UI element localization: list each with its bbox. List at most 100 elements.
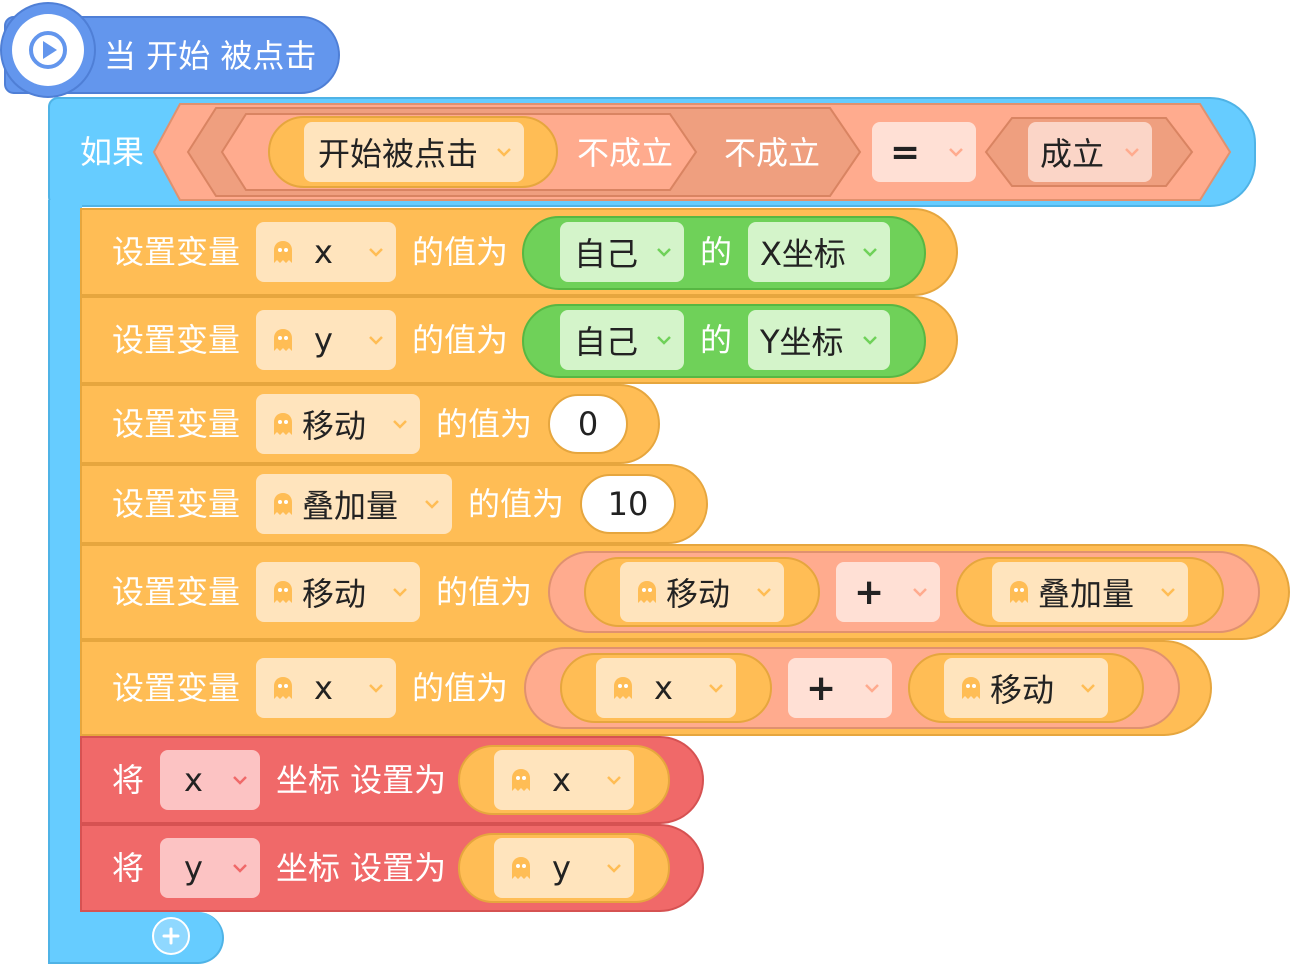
sprite-dropdown[interactable]: 自己	[560, 222, 684, 282]
property-dropdown[interactable]: Y坐标	[748, 310, 890, 370]
chevron-down-icon	[393, 420, 407, 429]
ghost-icon	[274, 677, 292, 699]
value-label: 的值为	[468, 485, 565, 523]
variable-name: x	[552, 761, 571, 799]
set-variable-label: 设置变量	[112, 573, 241, 611]
chevron-down-icon	[863, 336, 877, 345]
variable-name: y	[552, 849, 571, 887]
chevron-down-icon	[913, 588, 927, 597]
chevron-down-icon	[657, 336, 671, 345]
chevron-down-icon	[949, 148, 963, 157]
sprite-value: 自己	[574, 235, 639, 273]
property-dropdown[interactable]: X坐标	[748, 222, 890, 282]
plus-icon	[162, 927, 180, 945]
if-block-foot	[48, 912, 224, 964]
variable-dropdown[interactable]: x	[256, 658, 396, 718]
set-coordinate-prefix: 将	[112, 849, 145, 887]
condition-event-dropdown[interactable]: 开始被点击	[304, 122, 524, 182]
math-operator-value: +	[806, 667, 837, 709]
set-variable-label: 设置变量	[112, 233, 241, 271]
compare-operator-value: =	[890, 131, 921, 173]
number-value: 10	[607, 485, 649, 523]
variable-name: 移动	[990, 671, 1055, 709]
variable-dropdown[interactable]: 移动	[256, 394, 420, 454]
compare-value-dropdown[interactable]: 成立	[1028, 122, 1152, 182]
ghost-icon	[1010, 581, 1028, 603]
chevron-down-icon	[497, 148, 511, 157]
chevron-down-icon	[607, 864, 621, 873]
chevron-down-icon	[1161, 588, 1175, 597]
add-button[interactable]	[152, 917, 190, 955]
chevron-down-icon	[393, 588, 407, 597]
variable-dropdown[interactable]: 叠加量	[992, 562, 1188, 622]
chevron-down-icon	[757, 588, 771, 597]
play-icon	[29, 31, 67, 69]
ghost-icon	[512, 769, 530, 791]
compare-operator-dropdown[interactable]: =	[872, 122, 976, 182]
variable-name: x	[314, 669, 333, 707]
variable-dropdown[interactable]: y	[256, 310, 396, 370]
not-label-inner: 不成立	[577, 134, 674, 172]
if-block-spine	[48, 200, 82, 964]
chevron-down-icon	[865, 684, 879, 693]
variable-dropdown[interactable]: y	[494, 838, 634, 898]
chevron-down-icon	[369, 248, 383, 257]
variable-name: 移动	[302, 407, 367, 445]
of-label: 的	[700, 233, 733, 271]
variable-name: y	[314, 321, 333, 359]
hat-label: 当 开始 被点击	[104, 37, 317, 75]
ghost-icon	[274, 413, 292, 435]
value-label: 的值为	[436, 573, 533, 611]
chevron-down-icon	[1081, 684, 1095, 693]
chevron-down-icon	[863, 248, 877, 257]
axis-dropdown[interactable]: x	[160, 750, 260, 810]
ghost-icon	[638, 581, 656, 603]
set-variable-label: 设置变量	[112, 669, 241, 707]
chevron-down-icon	[607, 776, 621, 785]
chevron-down-icon	[369, 336, 383, 345]
chevron-down-icon	[1125, 148, 1139, 157]
variable-name: x	[654, 669, 673, 707]
math-operator-dropdown[interactable]: +	[836, 562, 940, 622]
math-operator-dropdown[interactable]: +	[788, 658, 892, 718]
chevron-down-icon	[657, 248, 671, 257]
property-value: Y坐标	[760, 323, 844, 361]
sprite-value: 自己	[574, 323, 639, 361]
axis-dropdown[interactable]: y	[160, 838, 260, 898]
variable-name: 叠加量	[302, 487, 399, 525]
set-coordinate-prefix: 将	[112, 761, 145, 799]
ghost-icon	[614, 677, 632, 699]
number-input[interactable]: 0	[548, 394, 628, 454]
variable-dropdown[interactable]: x	[494, 750, 634, 810]
of-label: 的	[700, 321, 733, 359]
axis-value: x	[184, 761, 203, 799]
variable-dropdown[interactable]: x	[256, 222, 396, 282]
axis-value: y	[184, 849, 203, 887]
ghost-icon	[274, 241, 292, 263]
value-label: 的值为	[412, 233, 509, 271]
play-button[interactable]	[0, 2, 96, 98]
sprite-dropdown[interactable]: 自己	[560, 310, 684, 370]
chevron-down-icon	[425, 500, 439, 509]
variable-name: 移动	[302, 575, 367, 613]
ghost-icon	[512, 857, 530, 879]
variable-name: 移动	[666, 575, 731, 613]
chevron-down-icon	[233, 776, 247, 785]
compare-value: 成立	[1040, 135, 1105, 173]
number-value: 0	[577, 405, 599, 443]
variable-dropdown[interactable]: 移动	[944, 658, 1108, 718]
chevron-down-icon	[369, 684, 383, 693]
variable-dropdown[interactable]: x	[596, 658, 736, 718]
variable-dropdown[interactable]: 移动	[620, 562, 784, 622]
variable-dropdown[interactable]: 叠加量	[256, 474, 452, 534]
set-coordinate-suffix: 坐标 设置为	[276, 849, 447, 887]
math-operator-value: +	[854, 571, 885, 613]
number-input[interactable]: 10	[580, 474, 676, 534]
variable-dropdown[interactable]: 移动	[256, 562, 420, 622]
not-label-outer: 不成立	[724, 134, 821, 172]
value-label: 的值为	[412, 321, 509, 359]
variable-name: x	[314, 233, 333, 271]
ghost-icon	[274, 581, 292, 603]
property-value: X坐标	[760, 235, 846, 273]
if-label: 如果	[80, 133, 145, 171]
